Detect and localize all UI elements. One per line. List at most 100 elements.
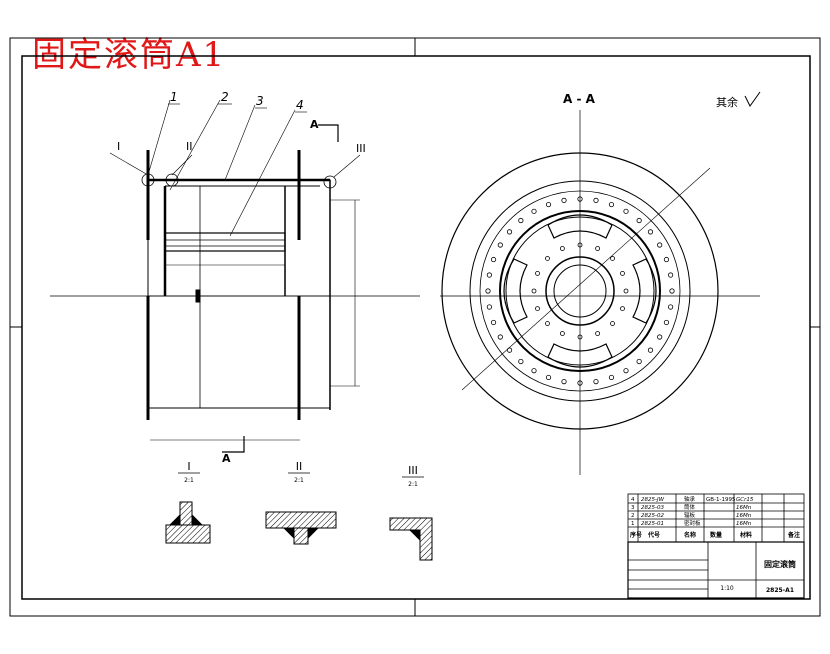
detail-view-3 <box>389 517 433 561</box>
bolt-hole <box>608 201 615 208</box>
bolt-hole <box>593 197 599 203</box>
parts-cell-code: 2825-03 <box>641 505 664 511</box>
roughness-note: 其余 <box>716 95 738 109</box>
drawing-frame <box>9 37 821 617</box>
detail-scale-1: 2:1 <box>184 477 194 484</box>
parts-cell-name: 轴承 <box>684 495 696 503</box>
callout-labels: 1 2 3 4 <box>170 90 304 112</box>
section-view-label: A - A <box>563 92 596 106</box>
front-section-view <box>50 99 420 453</box>
header-qty: 数量 <box>710 531 722 539</box>
detail-title-2: II <box>296 460 303 473</box>
callout-4: 4 <box>296 98 304 112</box>
section-marker-top: A <box>310 118 319 131</box>
detail-view-2 <box>265 511 337 545</box>
bolt-hole <box>663 319 670 326</box>
bolt-hole <box>657 242 663 248</box>
bolt-hole <box>669 288 675 294</box>
bolt-hole <box>577 196 583 202</box>
bolt-hole <box>559 246 565 251</box>
callout-2: 2 <box>221 90 229 104</box>
detail-marker-labels: I II III <box>117 140 366 155</box>
bolt-hole <box>545 201 552 208</box>
bolt-hole <box>535 270 540 276</box>
bolt-hole <box>545 321 550 326</box>
side-view-a-a <box>440 110 760 475</box>
title-block: 固定滚筒 1:10 2825-A1 <box>720 559 796 594</box>
bolt-hole <box>595 246 601 251</box>
bolt-hole <box>506 229 513 235</box>
detail-labels: I II III 2:1 2:1 2:1 <box>184 460 418 488</box>
bolt-hole <box>657 334 663 340</box>
parts-cell-material: GCr15 <box>736 497 754 503</box>
bolt-hole <box>497 334 503 340</box>
callout-1: 1 <box>170 90 178 104</box>
parts-cell-no: 1 <box>631 521 635 527</box>
bolt-holes-inner <box>531 242 629 340</box>
parts-cell-no: 3 <box>631 505 635 511</box>
bolt-hole <box>610 321 615 326</box>
bolt-hole <box>668 304 674 310</box>
bolt-hole <box>490 256 497 263</box>
title-block-scale: 1:10 <box>720 585 734 592</box>
bolt-hole <box>531 368 537 374</box>
bolt-hole <box>595 331 601 336</box>
bolt-hole <box>608 374 615 381</box>
bolt-holes-outer <box>485 196 675 386</box>
bolt-hole <box>668 272 674 278</box>
detail-marker-2: II <box>186 140 193 153</box>
detail-view-1 <box>165 501 211 544</box>
parts-cell-material: 16Mn <box>736 521 752 527</box>
bolt-hole <box>577 380 583 386</box>
bolt-hole <box>610 256 615 261</box>
bolt-hole <box>531 288 537 294</box>
bolt-hole <box>485 288 491 294</box>
detail-title-3: III <box>408 464 418 477</box>
drawing-title: 固定滚筒A1 <box>32 35 227 75</box>
parts-cell-spec: GB-1-1995 <box>706 497 736 503</box>
title-block-code: 2825-A1 <box>766 587 794 594</box>
detail-scale-2: 2:1 <box>294 477 304 484</box>
bolt-hole <box>636 358 642 365</box>
parts-cell-no: 2 <box>631 513 635 519</box>
bolt-hole <box>577 242 583 248</box>
detail-scale-3: 2:1 <box>408 481 418 488</box>
parts-cell-material: 16Mn <box>736 505 752 511</box>
parts-cell-name: 筒体 <box>684 503 696 511</box>
bolt-hole <box>620 270 625 276</box>
header-code: 代号 <box>647 531 660 539</box>
detail-title-1: I <box>187 460 190 473</box>
bolt-hole <box>486 272 492 278</box>
bolt-hole <box>490 319 497 326</box>
header-material: 材料 <box>739 531 752 539</box>
bolt-hole <box>497 242 503 248</box>
callout-3: 3 <box>256 94 264 108</box>
bolt-hole <box>559 331 565 336</box>
bolt-hole <box>647 347 654 353</box>
parts-list-grid <box>627 493 805 599</box>
parts-cell-code: 2825-JW <box>641 497 665 503</box>
parts-cell-name: 密封板 <box>684 519 701 527</box>
bolt-hole <box>506 347 513 353</box>
header-no: 序号 <box>629 531 642 539</box>
roughness-symbol-icon <box>744 91 761 107</box>
header-note: 备注 <box>787 531 800 539</box>
parts-cell-code: 2825-02 <box>641 513 664 519</box>
bolt-hole <box>561 379 567 385</box>
bolt-hole <box>518 358 524 365</box>
bolt-hole <box>663 256 670 263</box>
bolt-hole <box>535 306 540 312</box>
bolt-hole <box>623 288 629 294</box>
bolt-hole <box>620 306 625 312</box>
bolt-hole <box>518 217 524 224</box>
parts-cell-no: 4 <box>631 497 635 503</box>
bolt-hole <box>623 208 629 214</box>
header-name: 名称 <box>684 531 696 539</box>
section-marker-bottom: A <box>222 452 231 465</box>
bolt-hole <box>545 374 552 381</box>
parts-cell-material: 16Mn <box>736 513 752 519</box>
parts-list-header: 序号 代号 名称 数量 材料 备注 <box>629 531 800 539</box>
bolt-hole <box>561 197 567 203</box>
